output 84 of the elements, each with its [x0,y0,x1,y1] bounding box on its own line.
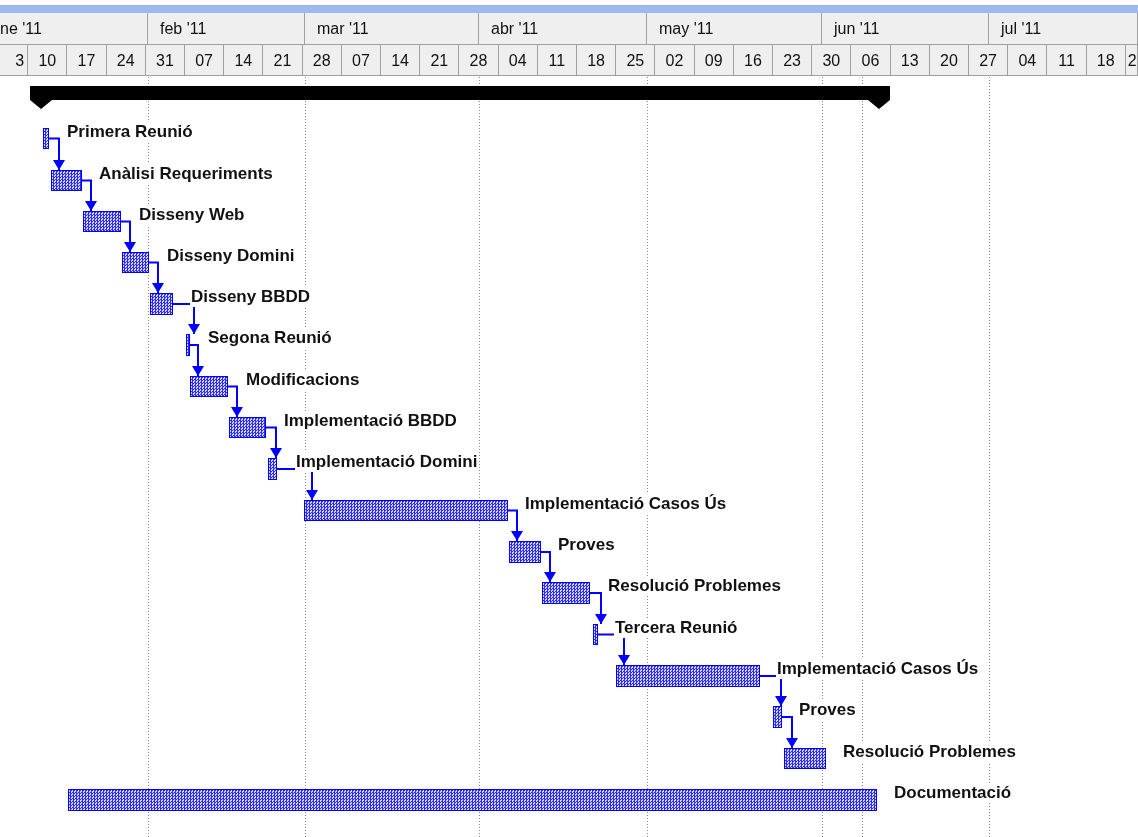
week-header: 06 [851,45,891,76]
task-label: Segona Reunió [207,328,333,348]
week-header: 07 [185,45,225,76]
month-header: may '11 [647,13,822,45]
week-header: 04 [498,45,538,76]
dependency-arrow [189,344,204,377]
task-bar [83,211,121,232]
week-header: 14 [224,45,264,76]
month-header: ne '11 [0,13,148,45]
dependency-arrow [172,303,200,335]
task-bar [68,789,877,811]
week-header: 11 [1047,45,1087,76]
month-header: jun '11 [822,13,989,45]
week-header: 21 [263,45,303,76]
task-label: Implementació Casos Ús [776,659,980,679]
summary-bar [30,86,890,109]
task-label: Resolució Problemes [607,576,782,596]
week-header: 25 [616,45,656,76]
month-header: feb '11 [148,13,305,45]
week-header: 07 [341,45,381,76]
week-header: 02 [655,45,695,76]
task-bar [150,293,173,315]
task-bar [784,748,826,769]
week-header: 28 [302,45,342,76]
task-bar [268,458,277,480]
dependency-arrow [507,509,523,542]
task-label: Disseny Domini [166,246,296,266]
task-label: Implementació Domini [295,452,479,472]
task-label: Anàlisi Requeriments [98,164,274,184]
dependency-arrow [589,592,607,625]
dependency-arrow [265,426,282,459]
task-bar [616,665,760,687]
week-header: 17 [67,45,107,76]
week-header: 31 [145,45,185,76]
week-header: 23 [773,45,813,76]
dependency-arrow [759,675,787,707]
dependency-arrow [48,137,65,171]
week-header: 16 [733,45,773,76]
dependency-arrow [81,179,97,212]
week-header: 3 [0,45,29,76]
dependency-arrow [148,261,164,294]
task-label: Implementació BBDD [283,411,458,431]
task-bar [51,170,82,191]
task-label: Proves [798,700,857,720]
task-bar [229,417,266,438]
task-label: Modificacions [245,370,361,390]
dependency-arrow [781,716,798,749]
task-label: Disseny Web [138,205,246,225]
week-header: 24 [106,45,146,76]
task-label: Disseny BBDD [190,287,312,307]
week-header: 27 [969,45,1009,76]
week-header: 14 [381,45,421,76]
week-header: 21 [420,45,460,76]
task-bar [593,624,598,645]
task-label: Implementació Casos Ús [524,494,728,514]
week-header: 13 [890,45,930,76]
month-header: abr '11 [479,13,647,45]
week-header: 10 [28,45,68,76]
dependency-arrow [227,385,243,418]
task-bar [190,376,228,397]
task-label: Documentació [893,783,1013,803]
task-bar [773,706,782,728]
week-header: 04 [1008,45,1048,76]
task-bar [304,500,508,521]
month-header: jul '11 [989,13,1138,45]
task-label: Tercera Reunió [614,618,739,638]
task-bar [542,582,590,604]
dependency-arrow [540,551,556,583]
week-header: 20 [929,45,969,76]
week-header: 28 [459,45,499,76]
task-bar [186,334,190,356]
dependency-arrow [120,220,136,253]
week-header: 18 [577,45,617,76]
week-header: 09 [694,45,734,76]
task-bar [43,128,49,149]
week-header: 11 [537,45,577,76]
month-header: mar '11 [305,13,479,45]
week-header: 18 [1086,45,1126,76]
task-label: Resolució Problemes [842,742,1017,762]
task-bar [509,541,541,563]
task-bar [122,252,149,273]
week-header: 30 [812,45,852,76]
task-label: Primera Reunió [66,122,194,142]
dependency-arrow [597,633,630,666]
